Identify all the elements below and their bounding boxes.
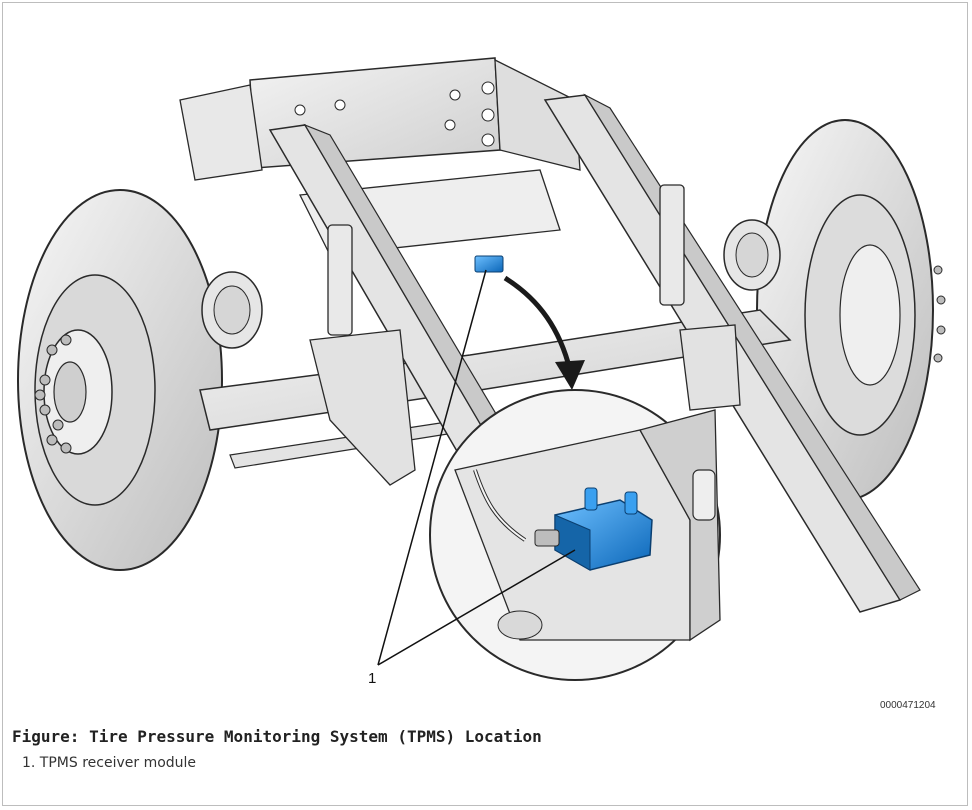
figure-caption-title: Figure: Tire Pressure Monitoring System …: [12, 727, 542, 746]
callout-lines: [377, 269, 576, 666]
figure-id: 0000471204: [880, 700, 936, 711]
legend-item: 1. TPMS receiver module: [22, 755, 197, 771]
callout-number: 1: [368, 670, 377, 687]
brake-chambers: [201, 219, 781, 349]
left-wheel: [17, 189, 223, 571]
chassis-illustration: [17, 57, 946, 681]
zoom-detail-circle: [429, 389, 721, 681]
tpms-module-location-marker: [474, 255, 504, 273]
shock-absorbers: [327, 184, 685, 336]
zoom-arrow: [503, 275, 585, 390]
spring-hanger: [309, 324, 741, 486]
figure-legend: 1. TPMS receiver module: [22, 755, 196, 771]
